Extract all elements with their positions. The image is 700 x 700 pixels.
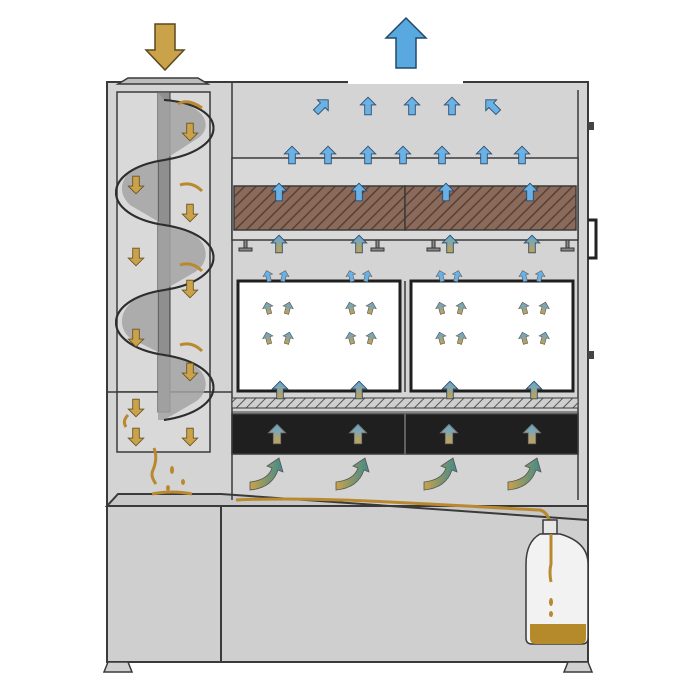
collection-bottle	[525, 519, 589, 645]
airflow-arrow-icon	[359, 145, 377, 165]
airflow-arrow-icon	[270, 234, 288, 254]
airflow-arrow-icon	[441, 380, 459, 400]
airflow-arrow-icon	[451, 270, 463, 283]
airflow-arrow-icon	[435, 270, 447, 283]
airflow-arrow-icon	[345, 301, 357, 315]
hinge-top	[588, 122, 594, 130]
airflow-arrow-icon	[312, 99, 329, 116]
inlet-curve-arrow-icon	[423, 457, 458, 491]
airflow-arrow-icon	[435, 331, 447, 345]
airflow-arrow-icon	[350, 234, 368, 254]
material-arrow-icon	[127, 175, 145, 195]
foot-right	[562, 661, 594, 673]
door-handle-icon	[588, 218, 598, 260]
intake-arrow-icon	[144, 23, 186, 72]
carbon-filter	[231, 413, 579, 455]
airflow-arrow-icon	[403, 96, 421, 116]
airflow-arrow-icon	[518, 301, 530, 315]
airflow-arrow-icon	[345, 270, 357, 283]
airflow-arrow-icon	[350, 182, 368, 202]
material-arrow-icon	[181, 203, 199, 223]
airflow-arrow-icon	[437, 182, 455, 202]
airflow-arrow-icon	[348, 423, 368, 445]
airflow-arrow-icon	[435, 301, 447, 315]
hinge-bottom	[588, 351, 594, 359]
material-arrow-icon	[181, 362, 199, 382]
airflow-arrow-icon	[525, 380, 543, 400]
airflow-arrow-icon	[267, 423, 287, 445]
airflow-arrow-icon	[485, 99, 502, 116]
airflow-arrow-icon	[270, 182, 288, 202]
grate	[231, 397, 579, 409]
material-arrow-icon	[127, 398, 145, 418]
inlet-curve-arrow-icon	[249, 457, 284, 491]
airflow-arrow-icon	[439, 423, 459, 445]
airflow-arrow-icon	[443, 96, 461, 116]
airflow-arrow-icon	[262, 301, 274, 315]
material-arrow-icon	[127, 328, 145, 348]
inlet-curve-arrow-icon	[507, 457, 542, 491]
material-arrow-icon	[127, 427, 145, 447]
material-arrow-icon	[181, 122, 199, 142]
airflow-arrow-icon	[518, 331, 530, 345]
airflow-arrows	[267, 96, 543, 445]
airflow-arrow-icon	[538, 331, 550, 345]
foot-left	[102, 661, 134, 673]
airflow-arrow-icon	[365, 331, 377, 345]
material-flow-arrows	[127, 122, 199, 447]
screw-conveyor	[115, 77, 215, 453]
airflow-arrow-icon	[394, 145, 412, 165]
airflow-arrow-icon	[522, 423, 542, 445]
airflow-arrow-icon	[319, 145, 337, 165]
airflow-arrow-icon	[278, 270, 290, 283]
airflow-arrow-icon	[518, 270, 530, 283]
airflow-arrow-icon	[523, 234, 541, 254]
airflow-arrow-icon	[521, 182, 539, 202]
airflow-arrow-icon	[283, 145, 301, 165]
airflow-arrow-icon	[262, 270, 274, 283]
airflow-arrow-icon	[282, 301, 294, 315]
airflow-arrow-icon	[365, 301, 377, 315]
intake-hopper	[115, 77, 211, 85]
airflow-arrow-icon	[359, 96, 377, 116]
filter-flow-arrows	[262, 270, 550, 345]
exhaust-arrow-icon	[384, 16, 428, 69]
airflow-arrow-icon	[262, 331, 274, 345]
airflow-arrow-icon	[345, 331, 357, 345]
airflow-arrow-icon	[361, 270, 373, 283]
inlet-curve-arrows	[249, 457, 542, 491]
airflow-arrow-icon	[534, 270, 546, 283]
airflow-arrow-icon	[455, 331, 467, 345]
airflow-arrow-icon	[513, 145, 531, 165]
airflow-arrow-icon	[538, 301, 550, 315]
falling-material	[150, 447, 193, 496]
inlet-curve-arrow-icon	[335, 457, 370, 491]
material-arrow-icon	[181, 279, 199, 299]
airflow-arrow-icon	[271, 380, 289, 400]
airflow-arrow-icon	[350, 380, 368, 400]
prefilter	[231, 157, 579, 252]
airflow-arrow-icon	[455, 301, 467, 315]
airflow-arrow-icon	[441, 234, 459, 254]
material-arrow-icon	[181, 427, 199, 447]
material-arrow-icon	[127, 247, 145, 267]
airflow-arrow-icon	[475, 145, 493, 165]
airflow-arrow-icon	[282, 331, 294, 345]
airflow-arrow-icon	[433, 145, 451, 165]
